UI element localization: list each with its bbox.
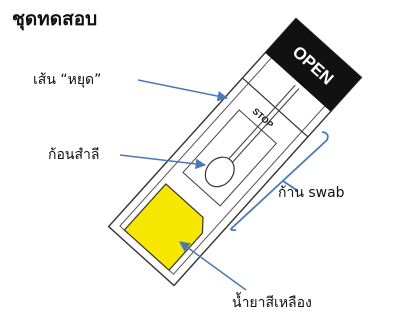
swab-stick-edge: [230, 88, 300, 165]
arrow-yellow-fluid: [179, 241, 247, 291]
swab-bracket-tick: [282, 180, 299, 192]
label-stop-line: เส้น “หยุด”: [33, 72, 102, 88]
page-title: ชุดทดสอบ: [12, 8, 98, 30]
cap-open: [265, 18, 362, 112]
label-yellow-fluid: น้ำยาสีเหลือง: [232, 295, 312, 311]
test-kit-device: OPEN STOP: [107, 17, 363, 287]
label-cotton-ball: ก้อนสำลี: [48, 147, 100, 163]
swab-stick: [226, 84, 296, 162]
swab-bracket: [230, 131, 329, 232]
arrow-cotton-ball: [119, 154, 207, 170]
cotton-ball: [204, 156, 235, 188]
arrow-stop-line: [137, 79, 229, 102]
label-swab-stick: ก้าน swab: [278, 185, 345, 201]
